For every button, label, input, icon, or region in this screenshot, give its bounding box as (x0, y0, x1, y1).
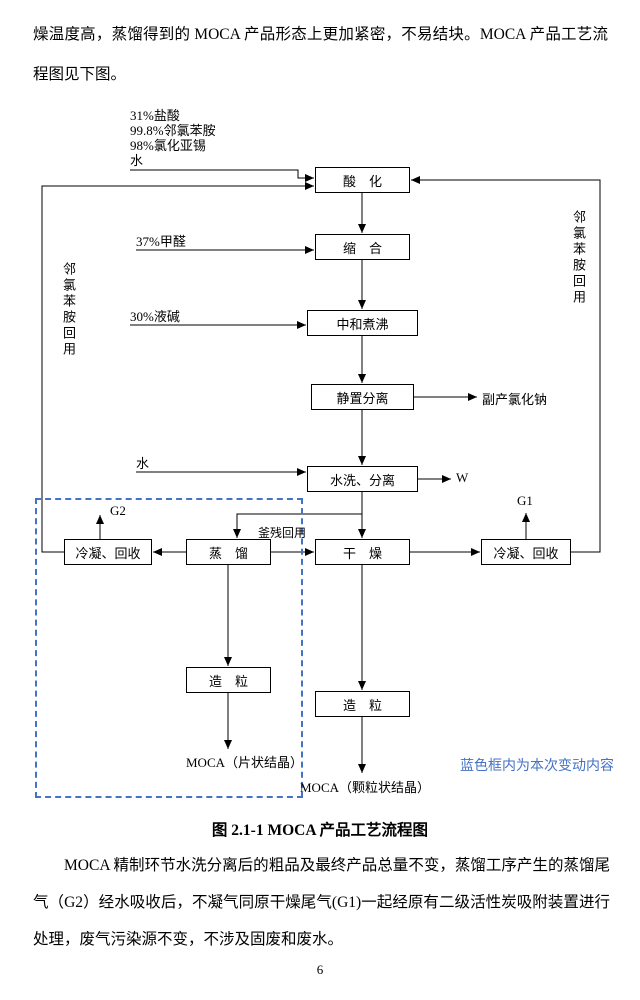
box-wash-separate: 水洗、分离 (307, 466, 418, 492)
input-formaldehyde: 37%甲醛 (136, 234, 186, 249)
box-distill: 蒸 馏 (186, 539, 271, 565)
input-ochloroaniline: 99.8%邻氯苯胺 (130, 123, 216, 138)
input-water: 水 (130, 153, 144, 168)
page-number: 6 (316, 962, 324, 977)
label-recycle-right: 邻氯苯胺回用 (571, 210, 586, 306)
input-stannous-chloride: 98%氯化亚锡 (130, 138, 206, 153)
paragraph-bottom: MOCA 精制环节水洗分离后的粗品及最终产品总量不变，蒸馏工序产生的蒸馏尾气（G… (33, 857, 610, 948)
paragraph-top: 燥温度高，蒸馏得到的 MOCA 产品形态上更加紧密，不易结块。MOCA 产品工艺… (33, 26, 608, 83)
label-moca-granule: MOCA（颗粒状结晶） (300, 780, 431, 795)
input-list-acidify: 31%盐酸 99.8%邻氯苯胺 98%氯化亚锡 水 (130, 108, 216, 168)
label-g1: G1 (517, 493, 533, 508)
box-neutralize-boil: 中和煮沸 (307, 310, 418, 336)
label-moca-flake: MOCA（片状结晶） (186, 755, 304, 770)
box-condense: 缩 合 (315, 234, 410, 260)
box-condense-recover-left: 冷凝、回收 (64, 539, 152, 565)
box-dry: 干 燥 (315, 539, 410, 565)
label-wastewater-w: W (456, 470, 469, 485)
box-settle-separate: 静置分离 (311, 384, 414, 410)
input-liquid-alkali: 30%液碱 (130, 309, 180, 324)
label-g2: G2 (110, 503, 126, 518)
label-byproduct-nacl: 副产氯化钠 (482, 392, 548, 407)
box-granulate-right: 造 粒 (315, 691, 410, 717)
label-recycle-left: 邻氯苯胺回用 (61, 262, 76, 358)
box-acidify: 酸 化 (315, 167, 410, 193)
box-condense-recover-right: 冷凝、回收 (481, 539, 571, 565)
input-wash-water: 水 (136, 456, 150, 471)
box-granulate-left: 造 粒 (186, 667, 271, 693)
change-scope-dashed-box (35, 498, 303, 798)
input-hydrochloric-acid: 31%盐酸 (130, 108, 180, 123)
label-residue-reuse: 釜残回用 (258, 526, 307, 540)
blue-change-note: 蓝色框内为本次变动内容 (460, 759, 614, 774)
figure-caption: 图 2.1-1 MOCA 产品工艺流程图 (211, 822, 429, 839)
